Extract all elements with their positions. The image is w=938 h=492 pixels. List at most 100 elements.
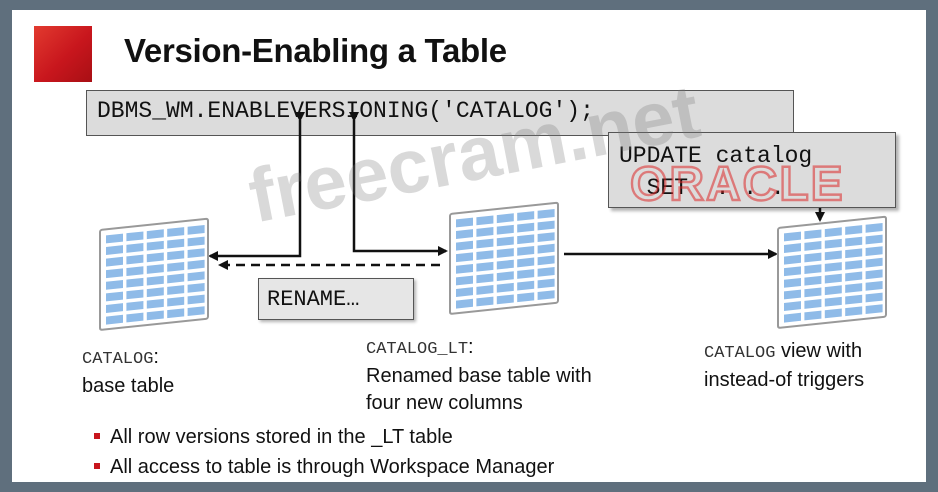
- table-cell: [476, 250, 494, 261]
- table-cell: [824, 296, 842, 307]
- label-catalog-view-suffix: view with: [775, 340, 863, 362]
- bullet-list: All row versions stored in the _LT table…: [94, 422, 554, 482]
- table-cell: [496, 213, 514, 224]
- rename-code-box: RENAME…: [258, 278, 414, 320]
- label-catalog-lt-suffix: :: [468, 336, 474, 358]
- table-cell: [496, 282, 514, 293]
- table-cell: [845, 259, 863, 270]
- label-catalog-lt-line-2: four new columns: [366, 392, 523, 414]
- table-cell: [146, 287, 164, 298]
- table-cell: [865, 234, 883, 245]
- table-icon-catalog-lt: [449, 201, 559, 315]
- label-catalog-lt: CATALOG_LT: Renamed base table with four…: [366, 334, 592, 417]
- table-cell: [784, 243, 801, 253]
- table-cell: [126, 277, 144, 288]
- table-cell: [126, 289, 144, 300]
- label-catalog-view-mono: CATALOG: [704, 344, 776, 363]
- table-cell: [476, 227, 494, 237]
- table-cell: [537, 278, 555, 289]
- table-cell: [517, 269, 535, 279]
- table-cell: [146, 252, 164, 263]
- table-cell: [845, 294, 863, 305]
- table-cell: [187, 248, 205, 258]
- table-cell: [537, 232, 555, 242]
- arrow-enable-to-catalog: [208, 112, 305, 261]
- table-cell: [784, 312, 801, 323]
- table-cell: [496, 259, 514, 270]
- table-cell: [167, 285, 185, 295]
- table-cell: [167, 238, 185, 249]
- table-cell: [476, 215, 494, 226]
- arrow-enable-to-catalog-lt: [349, 112, 448, 256]
- bullet-dot: [94, 462, 100, 469]
- table-cell: [824, 273, 842, 284]
- oracle-logo: ORACLE: [630, 160, 845, 210]
- table-cell: [126, 301, 144, 311]
- table-cell: [865, 281, 883, 291]
- table-cell: [804, 275, 822, 286]
- table-cell: [865, 292, 883, 303]
- table-cell: [106, 268, 123, 279]
- table-cell: [824, 262, 842, 272]
- table-cell: [824, 250, 842, 261]
- table-cell: [167, 296, 185, 307]
- table-icon-catalog-view: [777, 215, 887, 329]
- table-cell: [517, 211, 535, 221]
- table-cell: [517, 257, 535, 268]
- table-cell: [517, 234, 535, 245]
- table-cell: [456, 287, 473, 297]
- table-cell: [126, 312, 144, 323]
- table-cell: [167, 227, 185, 237]
- table-cell: [456, 298, 473, 309]
- label-catalog-line-1: base table: [82, 375, 175, 397]
- table-cell: [804, 241, 822, 251]
- table-cell: [476, 285, 494, 295]
- table-cell: [517, 292, 535, 303]
- table-cell: [187, 283, 205, 293]
- table-cell: [106, 314, 123, 325]
- slide: Version-Enabling a Table DBMS_WM.ENABLEV…: [12, 10, 926, 482]
- table-cell: [537, 290, 555, 300]
- table-cell: [537, 220, 555, 231]
- table-cell: [187, 306, 205, 316]
- label-catalog-lt-line-1: Renamed base table with: [366, 365, 592, 387]
- table-cell: [784, 231, 801, 242]
- table-cell: [187, 259, 205, 270]
- table-cell: [187, 294, 205, 305]
- table-cell: [456, 240, 473, 251]
- bullet-dot: [94, 432, 100, 439]
- table-cell: [537, 243, 555, 254]
- table-cell: [126, 243, 144, 253]
- table-cell: [106, 233, 123, 244]
- table-cell: [824, 227, 842, 238]
- table-cell: [845, 306, 863, 317]
- table-cell: [804, 264, 822, 275]
- table-cell: [146, 310, 164, 321]
- label-catalog: CATALOG: base table: [82, 344, 174, 400]
- table-cell: [517, 245, 535, 256]
- update-line-1: UPDATE catalog: [619, 143, 813, 169]
- table-cell: [476, 261, 494, 272]
- table-cell: [804, 287, 822, 298]
- label-catalog-view: CATALOG view with instead-of triggers: [704, 338, 864, 394]
- table-cell: [106, 291, 123, 302]
- table-cell: [517, 222, 535, 233]
- label-catalog-mono: CATALOG: [82, 350, 154, 369]
- oracle-logo-text: ORACLE: [630, 160, 845, 210]
- table-cell: [845, 283, 863, 293]
- table-cell: [784, 301, 801, 311]
- table-cell: [187, 236, 205, 247]
- table-cell: [804, 252, 822, 263]
- table-cell: [517, 280, 535, 291]
- table-icon-catalog: [99, 217, 209, 331]
- table-cell: [784, 266, 801, 277]
- bullet-text-1: All row versions stored in the _LT table: [110, 426, 453, 448]
- table-cell: [476, 296, 494, 307]
- table-cell: [476, 238, 494, 249]
- table-cell: [865, 246, 883, 256]
- table-cell: [784, 289, 801, 300]
- table-cell: [824, 285, 842, 296]
- table-cell: [804, 229, 822, 240]
- table-cell: [126, 266, 144, 277]
- table-cell: [784, 277, 801, 288]
